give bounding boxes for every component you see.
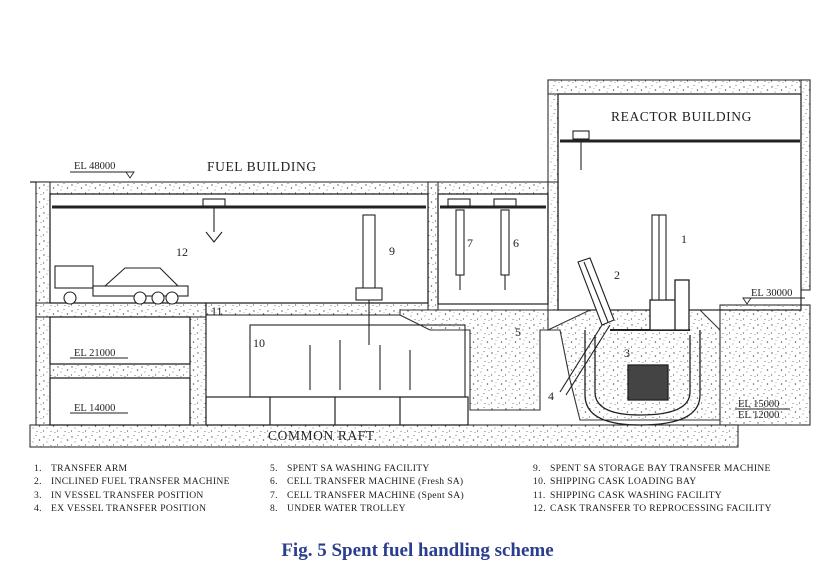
transfer-arm [651, 214, 667, 301]
marker-1: 1 [681, 232, 687, 246]
concrete-walls [29, 79, 811, 448]
reactor-vessel [584, 279, 701, 426]
marker-2: 2 [614, 268, 620, 282]
legend-item: 11.SHIPPING CASK WASHING FACILITY [533, 489, 723, 501]
building-labels: REACTOR BUILDING FUEL BUILDING COMMON RA… [207, 109, 752, 443]
legend-item: 2.INCLINED FUEL TRANSFER MACHINE [34, 476, 230, 488]
el-14000-label: EL 14000 [74, 403, 115, 414]
legend-item: 1.TRANSFER ARM [34, 463, 128, 474]
marker-12: 12 [176, 245, 188, 259]
marker-9: 9 [389, 244, 395, 258]
storage-bay [205, 303, 466, 398]
cranes [202, 130, 590, 243]
elevation-labels [70, 171, 805, 414]
legend-item: 6.CELL TRANSFER MACHINE (Fresh SA) [270, 476, 464, 488]
legend-item: 12.CASK TRANSFER TO REPROCESSING FACILIT… [533, 503, 772, 515]
cell-transfer-machines [455, 209, 510, 290]
figure-caption: Fig. 5 Spent fuel handling scheme [281, 540, 554, 561]
legend-item: 8.UNDER WATER TROLLEY [270, 503, 406, 515]
legend-item: 7.CELL TRANSFER MACHINE (Spent SA) [270, 489, 464, 501]
legend-column-1: 1.TRANSFER ARM 2.INCLINED FUEL TRANSFER … [34, 462, 230, 516]
marker-4: 4 [548, 389, 554, 403]
fuel-handling-diagram: REACTOR BUILDING FUEL BUILDING COMMON RA… [29, 79, 811, 448]
storage-bay-transfer-machine [355, 214, 383, 345]
el-30000-label: EL 30000 [751, 288, 792, 299]
inclined-fuel-transfer-machine [559, 257, 615, 396]
el-48000-label: EL 48000 [74, 161, 115, 172]
legend-item: 10.SHIPPING CASK LOADING BAY [533, 476, 697, 488]
el-12000-label: EL 12000 [738, 410, 779, 421]
el-15000-label: EL 15000 [738, 399, 779, 410]
marker-10: 10 [253, 336, 265, 350]
legend-column-3: 9.SPENT SA STORAGE BAY TRANSFER MACHINE … [533, 462, 772, 516]
truck [54, 265, 189, 305]
common-raft-label: COMMON RAFT [268, 428, 375, 443]
marker-11: 11 [211, 304, 223, 318]
legend-item: 3.IN VESSEL TRANSFER POSITION [34, 489, 204, 501]
el-21000-label: EL 21000 [74, 348, 115, 359]
marker-3: 3 [624, 346, 630, 360]
reactor-building-label: REACTOR BUILDING [611, 109, 752, 124]
marker-5: 5 [515, 325, 521, 339]
marker-6: 6 [513, 236, 519, 250]
legend-item: 4.EX VESSEL TRANSFER POSITION [34, 503, 207, 515]
marker-7: 7 [467, 236, 473, 250]
fuel-building-label: FUEL BUILDING [207, 159, 317, 174]
legend-column-2: 5.SPENT SA WASHING FACILITY 6.CELL TRANS… [270, 462, 464, 516]
legend-item: 9.SPENT SA STORAGE BAY TRANSFER MACHINE [533, 463, 771, 474]
component-markers: 1 2 3 4 5 6 7 9 10 11 12 [176, 232, 687, 403]
legend-item: 5.SPENT SA WASHING FACILITY [270, 463, 430, 474]
